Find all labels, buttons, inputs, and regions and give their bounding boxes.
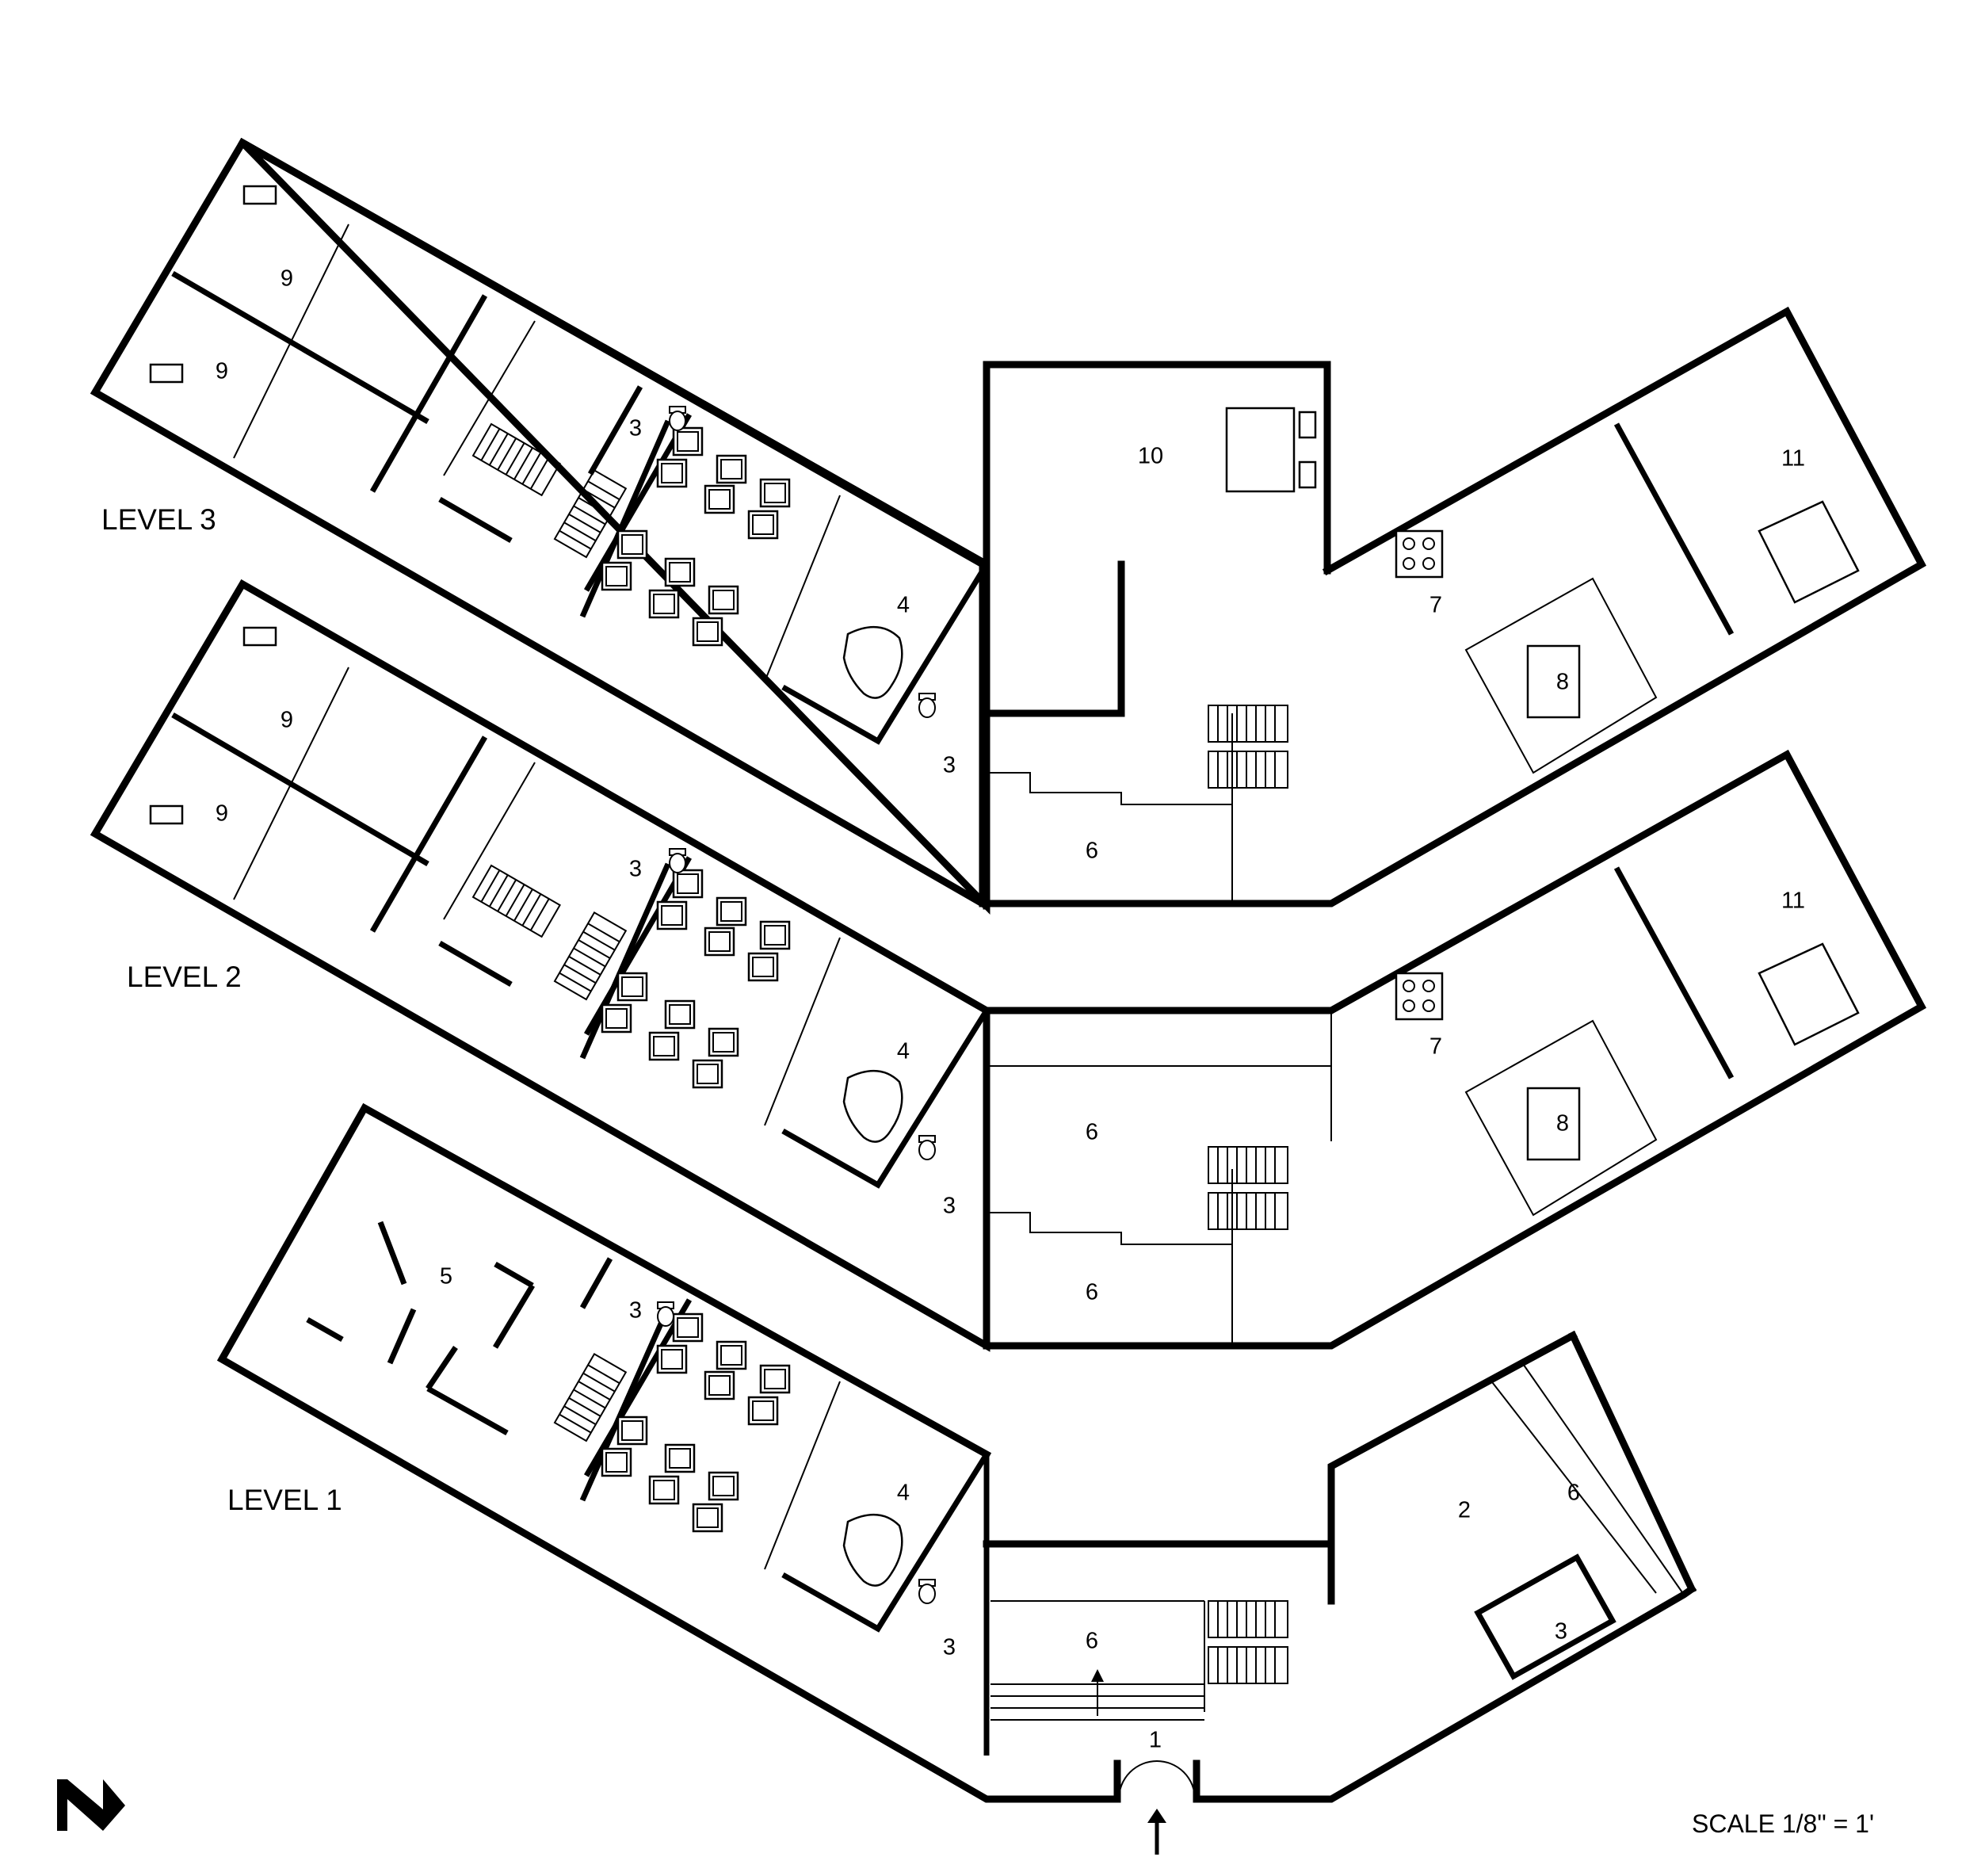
level-1-label: LEVEL 1 bbox=[227, 1484, 342, 1516]
room-label: 3 bbox=[943, 1635, 956, 1660]
level-3-partition-stair bbox=[438, 496, 513, 544]
room-label: 3 bbox=[629, 416, 642, 441]
room-label: 5 bbox=[440, 1264, 452, 1290]
level-2-partition-stair bbox=[438, 940, 513, 988]
level-1-entrance-doors bbox=[1118, 1760, 1196, 1800]
room-label: 3 bbox=[1555, 1619, 1567, 1645]
room-label: 7 bbox=[1429, 1034, 1442, 1060]
level-3-dining-table-icon bbox=[1464, 577, 1658, 774]
level-2-desk-icon bbox=[149, 626, 277, 825]
level-3-thin-1 bbox=[233, 224, 349, 459]
level-2-thin-2 bbox=[443, 762, 536, 920]
room-label: 3 bbox=[943, 753, 956, 778]
level-3-thin-7 bbox=[987, 772, 1232, 805]
level-1-partition-3a bbox=[579, 1257, 613, 1309]
room-label: 9 bbox=[216, 801, 228, 827]
level-2-thin-6 bbox=[987, 1212, 1232, 1245]
level-1-thin-5 bbox=[1521, 1361, 1685, 1595]
room-label: 4 bbox=[897, 1039, 910, 1064]
room-label: 3 bbox=[629, 857, 642, 882]
level-3-partition-11 bbox=[1613, 422, 1735, 636]
level-3-partition-corridor bbox=[369, 294, 488, 493]
room-label: 3 bbox=[943, 1194, 956, 1219]
level-1-gallery-walls bbox=[306, 1221, 535, 1436]
level-3-stove-icon bbox=[1395, 529, 1444, 579]
level-3-desk-icon bbox=[149, 185, 277, 384]
level-3-thin-3 bbox=[764, 495, 841, 682]
room-label: 11 bbox=[1781, 888, 1805, 914]
level-3-plan bbox=[90, 137, 1927, 915]
level-2-plan bbox=[90, 579, 1927, 1352]
room-label: 6 bbox=[1567, 1481, 1580, 1506]
room-label: 6 bbox=[1086, 1629, 1098, 1654]
room-label: 9 bbox=[216, 359, 228, 384]
level-2-thin-3 bbox=[764, 937, 841, 1126]
level-1-piano-icon bbox=[842, 1513, 903, 1587]
level-3-thin-2 bbox=[443, 320, 536, 476]
level-3-partition-bath bbox=[579, 419, 671, 618]
level-3-bed-11-icon bbox=[1758, 500, 1860, 604]
level-3-east-shell bbox=[979, 306, 1927, 907]
room-label: 9 bbox=[281, 708, 293, 733]
level-1-thin-4 bbox=[1489, 1378, 1657, 1594]
level-2-dining-table-icon bbox=[1464, 1019, 1658, 1217]
room-label: 1 bbox=[1149, 1728, 1162, 1753]
level-1-plan bbox=[216, 1102, 1697, 1855]
level-2-partition-4 bbox=[781, 1009, 989, 1189]
north-arrow-icon[interactable] bbox=[57, 1779, 125, 1831]
room-label: 6 bbox=[1086, 1120, 1098, 1145]
level-2-center-east-shell bbox=[983, 749, 1927, 1350]
level-3-partition-9 bbox=[171, 270, 429, 425]
room-label: 3 bbox=[629, 1298, 642, 1324]
room-label: 2 bbox=[1458, 1498, 1471, 1523]
level-2-partition-9 bbox=[171, 712, 429, 867]
room-label: 11 bbox=[1781, 446, 1805, 472]
room-label: 8 bbox=[1556, 1111, 1569, 1137]
level-3-partition-4 bbox=[781, 563, 989, 745]
room-label: 7 bbox=[1429, 593, 1442, 618]
level-2-piano-icon bbox=[842, 1069, 903, 1143]
level-3-piano-icon bbox=[842, 625, 903, 699]
level-2-partition-11 bbox=[1613, 866, 1735, 1079]
level-1-shell bbox=[216, 1102, 1697, 1803]
room-label: 8 bbox=[1556, 670, 1569, 695]
room-label: 6 bbox=[1086, 1280, 1098, 1305]
level-2-partition-corridor bbox=[369, 735, 488, 933]
room-label: 4 bbox=[897, 1481, 910, 1506]
level-2-stove-icon bbox=[1395, 972, 1444, 1021]
level-3-bed-icon bbox=[1225, 407, 1317, 493]
level-3-partition-3a bbox=[587, 385, 643, 476]
level-2-bed-11-icon bbox=[1758, 942, 1860, 1046]
level-2-partition-bath bbox=[579, 862, 671, 1060]
level-1-partition-bath bbox=[579, 1306, 671, 1502]
room-label: 9 bbox=[281, 266, 293, 292]
level-1-wc-3-walls bbox=[1474, 1553, 1616, 1680]
level-1-partition-4 bbox=[781, 1453, 989, 1633]
level-1-thin-1 bbox=[764, 1381, 841, 1570]
level-3-partition-wc bbox=[583, 413, 693, 592]
level-3-label: LEVEL 3 bbox=[101, 503, 216, 536]
entry-arrow-icon bbox=[1147, 1809, 1166, 1855]
level-2-label: LEVEL 2 bbox=[127, 961, 242, 993]
level-2-thin-1 bbox=[233, 667, 349, 900]
scale-label: SCALE 1/8" = 1' bbox=[1692, 1809, 1874, 1838]
level-3-center-block bbox=[983, 361, 1331, 717]
room-label: 10 bbox=[1138, 444, 1163, 469]
room-label: 6 bbox=[1086, 839, 1098, 864]
room-label: 4 bbox=[897, 593, 910, 618]
